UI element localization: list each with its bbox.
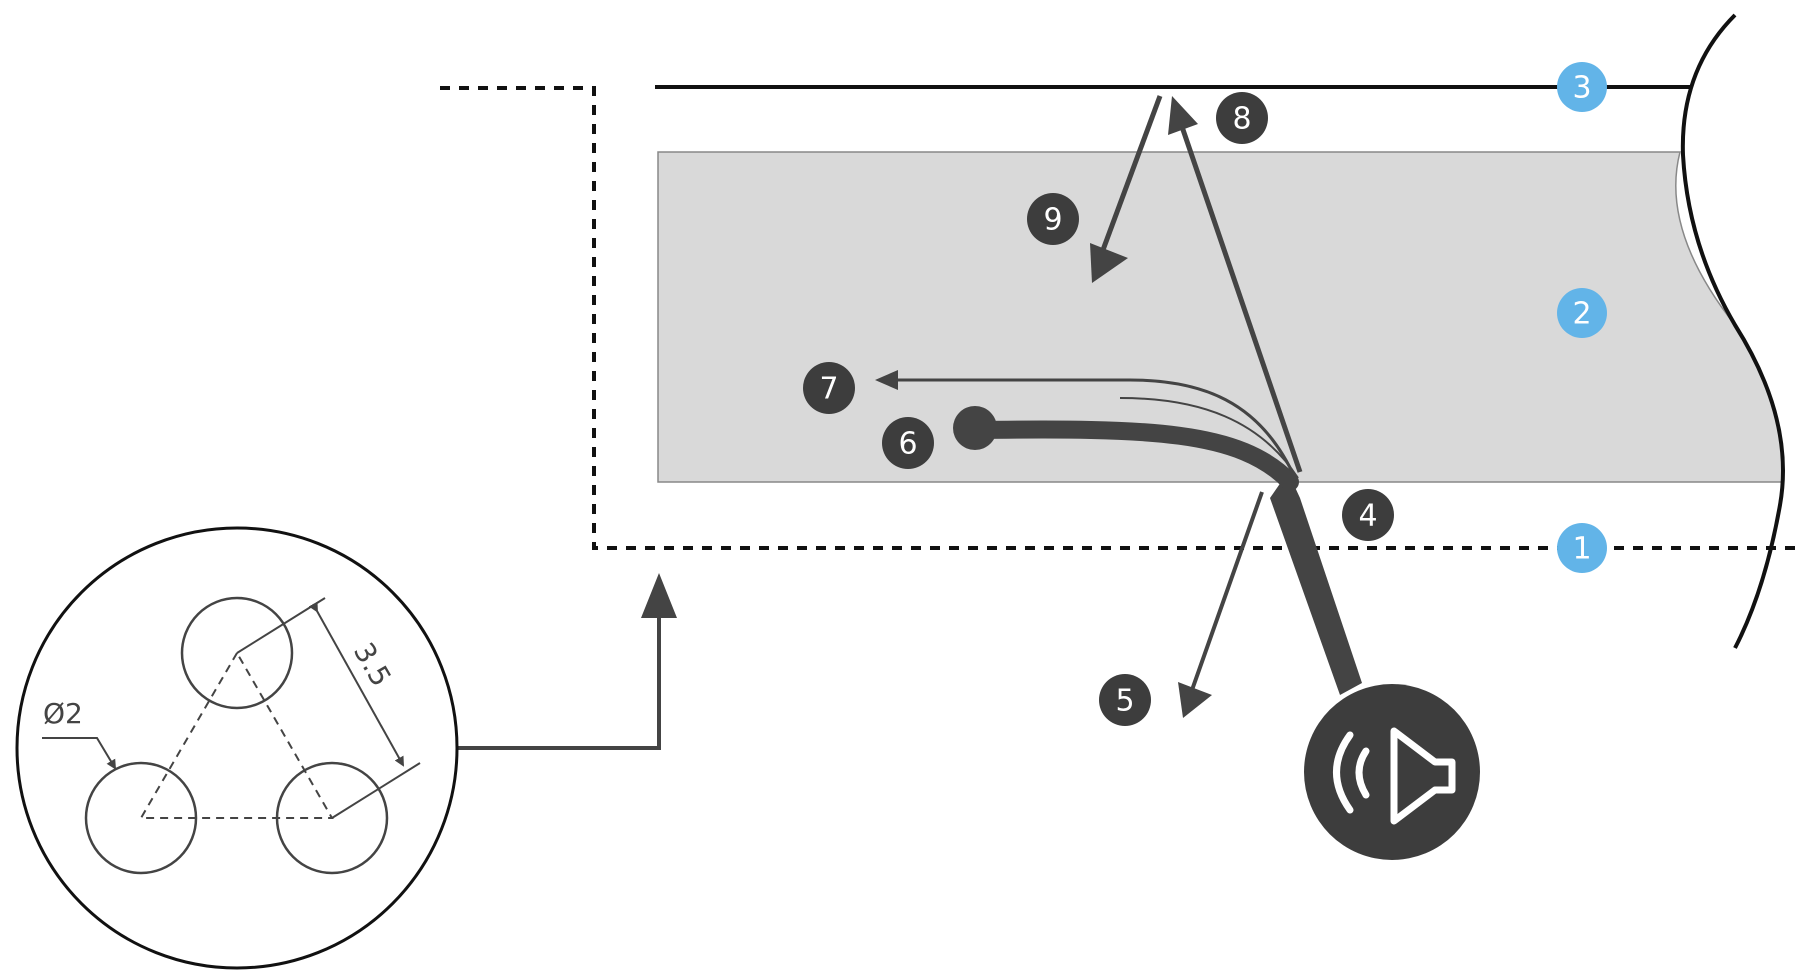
arrow-to-9: [1097, 95, 1163, 259]
break-line: [1680, 13, 1785, 649]
marker-circle-1: [1557, 523, 1607, 573]
beam-curve: [966, 420, 1299, 491]
detail-connector-head: [641, 573, 677, 618]
arrowhead-7: [875, 370, 898, 390]
diameter-leader: [42, 737, 117, 770]
marker-3: 3: [1557, 62, 1607, 112]
dashed-boundary: [440, 86, 1800, 550]
speaker-icon: [1333, 727, 1456, 825]
dim-ext-right: [331, 762, 421, 819]
detail-circle: [15, 526, 459, 970]
marker-label-6: 6: [898, 427, 917, 462]
marker-label-3: 3: [1572, 71, 1591, 106]
blue-markers: 1 2 3: [1557, 62, 1607, 573]
marker-circle-8: [1216, 92, 1268, 144]
arrow-to-5: [1190, 491, 1264, 691]
arrowhead-8: [1168, 96, 1198, 135]
arrowhead-9: [1090, 243, 1128, 283]
marker-label-2: 2: [1572, 297, 1591, 332]
marker-8: 8: [1216, 92, 1268, 144]
arrowhead-5: [1178, 682, 1212, 718]
marker-label-9: 9: [1043, 203, 1062, 238]
hole-triangle: [139, 651, 334, 819]
dim-line: [308, 601, 404, 767]
marker-circle-7: [803, 362, 855, 414]
dark-markers: 4 5 6 7 8 9: [803, 92, 1394, 726]
marker-circle-5: [1099, 674, 1151, 726]
arrow-to-7: [880, 378, 1297, 479]
marker-circle-4: [1342, 489, 1394, 541]
marker-9: 9: [1027, 193, 1079, 245]
detail-connector: [457, 610, 661, 750]
marker-circle-3: [1557, 62, 1607, 112]
marker-label-4: 4: [1358, 499, 1377, 534]
marker-label-5: 5: [1115, 684, 1134, 719]
diameter-label: Ø2: [43, 697, 83, 730]
arrow-to-7b: [1119, 397, 1299, 479]
marker-circle-2: [1557, 288, 1607, 338]
arrow-to-8: [1175, 114, 1303, 473]
marker-5: 5: [1099, 674, 1151, 726]
point-origin: [953, 406, 997, 450]
marker-2: 2: [1557, 288, 1607, 338]
hole-top: [180, 596, 294, 710]
tissue-layer: [657, 151, 1783, 483]
marker-label-1: 1: [1572, 532, 1591, 567]
beam: [1270, 472, 1362, 695]
marker-4: 4: [1342, 489, 1394, 541]
marker-7: 7: [803, 362, 855, 414]
marker-circle-6: [882, 417, 934, 469]
marker-circle-9: [1027, 193, 1079, 245]
marker-6: 6: [882, 417, 934, 469]
marker-label-7: 7: [819, 372, 838, 407]
marker-label-8: 8: [1232, 102, 1251, 137]
marker-1: 1: [1557, 523, 1607, 573]
